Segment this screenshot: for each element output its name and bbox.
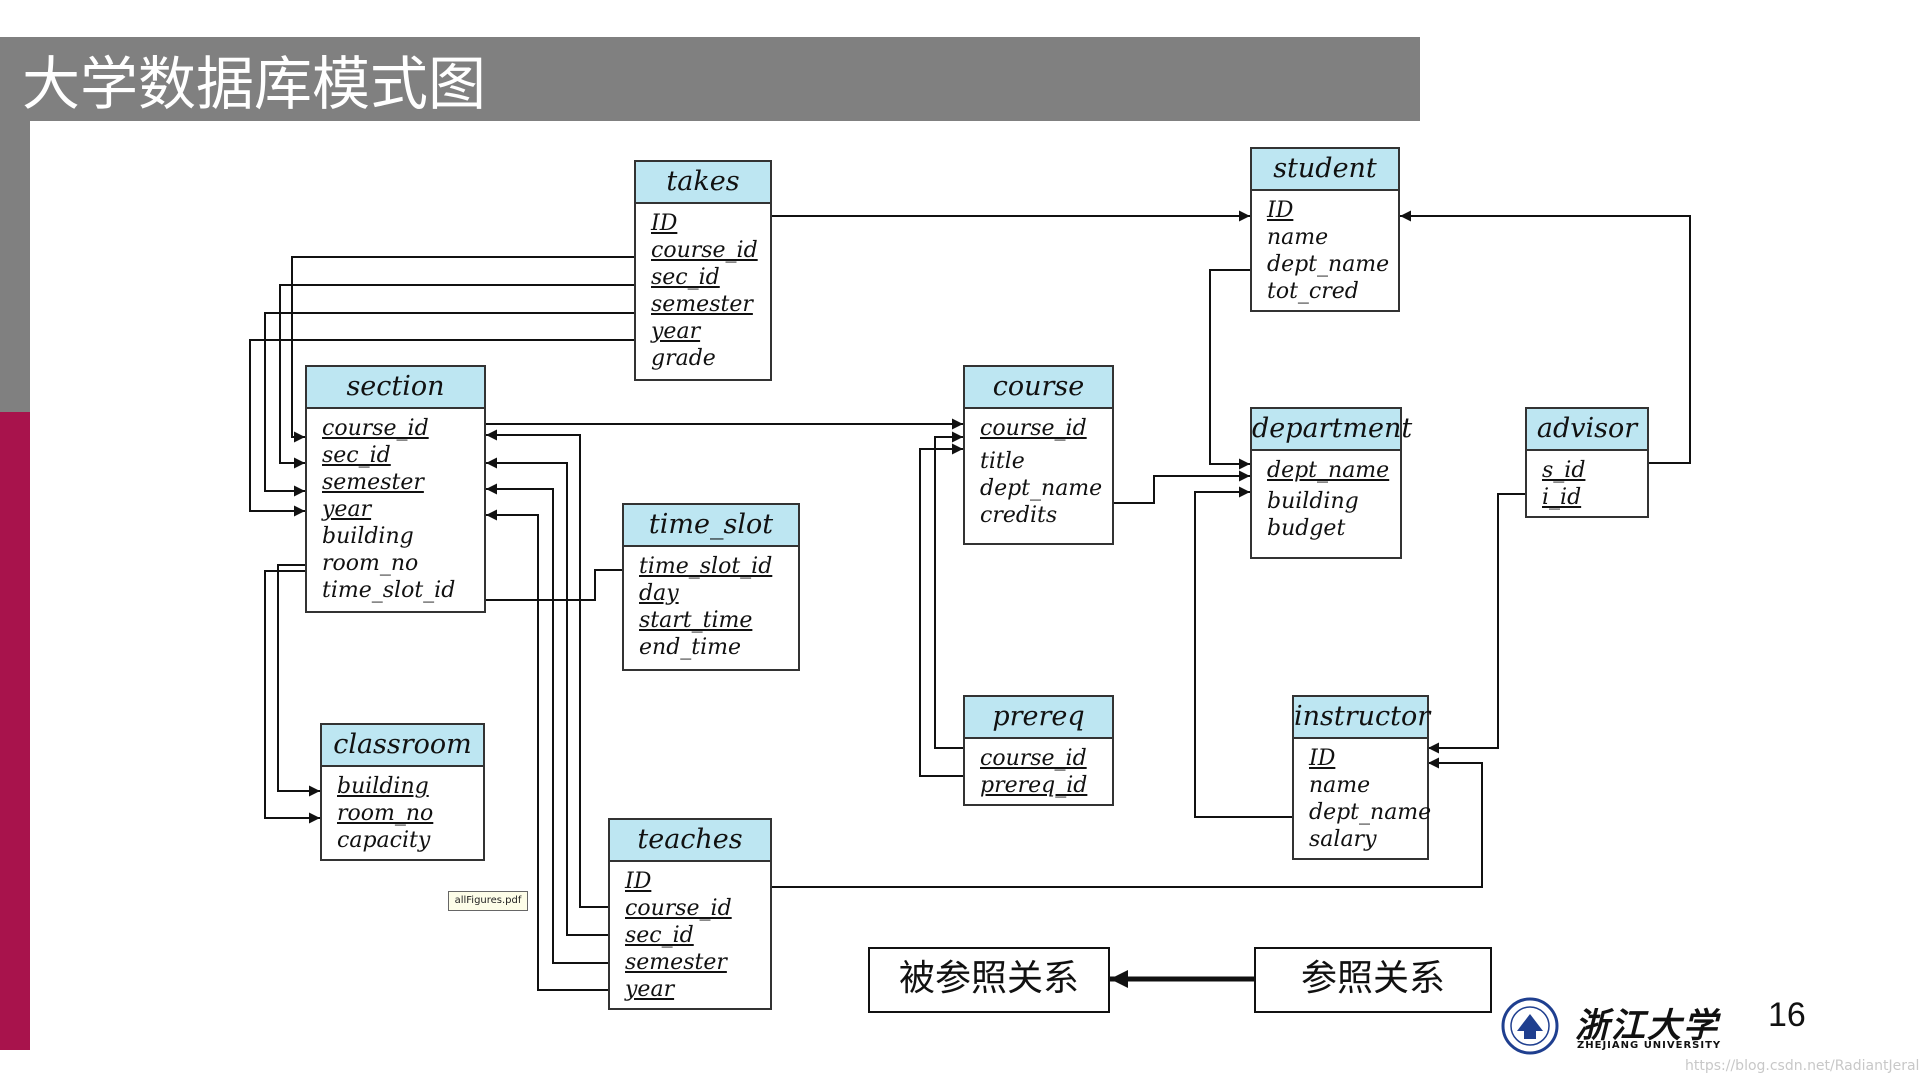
attr-time-slot-time-slot-id: time_slot_id xyxy=(639,554,773,579)
entity-classroom: classroom building room_no capacity xyxy=(320,723,485,861)
attr-takes-sec-id: sec_id xyxy=(651,265,720,290)
fk-course-to-department xyxy=(1113,470,1250,504)
entity-student-name: student xyxy=(1252,149,1398,191)
attr-student-name: name xyxy=(1267,225,1329,250)
attr-takes-id: ID xyxy=(651,211,678,236)
entity-section-name: section xyxy=(307,367,484,409)
attr-department-budget: budget xyxy=(1267,516,1346,541)
attr-time-slot-start-time: start_time xyxy=(639,608,753,633)
fk-prereq-course-id xyxy=(934,431,965,749)
attr-course-title: title xyxy=(980,449,1025,474)
attr-department-dept-name: dept_name xyxy=(1267,458,1390,483)
fk-section-building xyxy=(277,564,320,797)
fk-instructor-to-department xyxy=(1194,486,1292,818)
entity-time-slot-name: time_slot xyxy=(624,505,798,547)
zju-logo-icon xyxy=(1501,997,1559,1055)
attr-student-tot-cred: tot_cred xyxy=(1267,279,1359,304)
entity-takes: takes ID course_id sec_id semester year … xyxy=(634,160,772,381)
attr-takes-semester: semester xyxy=(651,292,753,317)
attr-section-course-id: course_id xyxy=(322,416,429,441)
attr-teaches-year: year xyxy=(625,977,675,1002)
attr-department-building: building xyxy=(1267,489,1359,514)
attr-time-slot-end-time: end_time xyxy=(639,635,742,660)
attr-classroom-room-no: room_no xyxy=(337,801,434,826)
fk-section-room-no xyxy=(264,570,320,824)
page-number: 16 xyxy=(1768,996,1806,1034)
legend-referencing-relation: 参照关系 xyxy=(1254,947,1492,1013)
attr-teaches-course-id: course_id xyxy=(625,896,732,921)
side-band-red xyxy=(0,412,30,1050)
attr-section-year: year xyxy=(322,497,372,522)
entity-course: course course_id title dept_name credits xyxy=(963,365,1114,545)
fk-takes-semester xyxy=(264,312,634,497)
entity-instructor: instructor ID name dept_name salary xyxy=(1292,695,1432,860)
attr-section-semester: semester xyxy=(322,470,424,495)
attr-advisor-s-id: s_id xyxy=(1542,458,1586,483)
attr-prereq-course-id: course_id xyxy=(980,746,1087,771)
attr-takes-year: year xyxy=(651,319,701,344)
pdf-tooltip: allFigures.pdf xyxy=(448,891,528,911)
attr-section-building: building xyxy=(322,524,414,549)
title-bar xyxy=(0,37,1420,121)
attr-course-dept-name: dept_name xyxy=(980,476,1103,501)
fk-teaches-course-id xyxy=(486,429,608,908)
entity-classroom-name: classroom xyxy=(322,725,483,767)
fk-takes-sec-id xyxy=(279,284,634,469)
attr-section-room-no: room_no xyxy=(322,551,419,576)
attr-section-sec-id: sec_id xyxy=(322,443,391,468)
attr-instructor-salary: salary xyxy=(1309,827,1377,852)
attr-classroom-capacity: capacity xyxy=(337,828,431,853)
entity-advisor: advisor s_id i_id xyxy=(1525,407,1649,518)
entity-section: section course_id sec_id semester year b… xyxy=(305,365,486,613)
fk-prereq-prereq-id xyxy=(919,443,965,777)
university-name-cn: 浙江大学 xyxy=(1575,1006,1719,1046)
fk-takes-year xyxy=(249,339,634,517)
slide-title: 大学数据库模式图 xyxy=(22,50,487,118)
attr-classroom-building: building xyxy=(337,774,429,799)
attr-course-credits: credits xyxy=(980,503,1058,528)
attr-student-id: ID xyxy=(1267,198,1294,223)
entity-takes-name: takes xyxy=(636,162,770,204)
attr-takes-course-id: course_id xyxy=(651,238,758,263)
attr-instructor-name: name xyxy=(1309,773,1371,798)
attr-advisor-i-id: i_id xyxy=(1542,485,1582,510)
attr-teaches-id: ID xyxy=(625,869,652,894)
entity-student: student ID name dept_name tot_cred xyxy=(1250,147,1400,312)
fk-teaches-sec-id xyxy=(486,457,608,936)
entity-instructor-name: instructor xyxy=(1294,697,1430,739)
entity-teaches-name: teaches xyxy=(610,820,770,862)
attr-instructor-id: ID xyxy=(1309,746,1336,771)
attr-time-slot-day: day xyxy=(639,581,679,606)
watermark-url: https://blog.csdn.net/RadiantJeral xyxy=(1685,1058,1920,1074)
fk-advisor-to-instructor xyxy=(1428,493,1525,754)
entity-teaches: teaches ID course_id sec_id semester yea… xyxy=(608,818,772,1010)
entity-advisor-name: advisor xyxy=(1527,409,1647,451)
entity-course-name: course xyxy=(965,367,1112,409)
fk-teaches-year xyxy=(486,509,608,991)
fk-student-to-department xyxy=(1209,269,1250,470)
entity-time-slot: time_slot time_slot_id day start_time en… xyxy=(622,503,800,671)
attr-teaches-semester: semester xyxy=(625,950,727,975)
entity-department-name: department xyxy=(1252,409,1412,451)
fk-teaches-to-instructor xyxy=(772,757,1483,888)
university-name-en: ZHEJIANG UNIVERSITY xyxy=(1577,1040,1722,1051)
entity-prereq: prereq course_id prereq_id xyxy=(963,695,1114,806)
attr-teaches-sec-id: sec_id xyxy=(625,923,694,948)
attr-section-time-slot-id: time_slot_id xyxy=(322,578,456,603)
fk-teaches-semester xyxy=(486,483,608,964)
fk-takes-course-id xyxy=(291,256,634,443)
entity-prereq-name: prereq xyxy=(965,697,1112,739)
legend-referenced-relation: 被参照关系 xyxy=(868,947,1110,1013)
attr-student-dept-name: dept_name xyxy=(1267,252,1390,277)
attr-takes-grade: grade xyxy=(651,346,716,371)
fk-section-time-slot xyxy=(486,569,622,601)
attr-instructor-dept-name: dept_name xyxy=(1309,800,1432,825)
attr-prereq-prereq-id: prereq_id xyxy=(980,773,1088,798)
fk-advisor-to-student xyxy=(1400,210,1691,464)
entity-department: department dept_name building budget xyxy=(1250,407,1412,559)
attr-course-course-id: course_id xyxy=(980,416,1087,441)
